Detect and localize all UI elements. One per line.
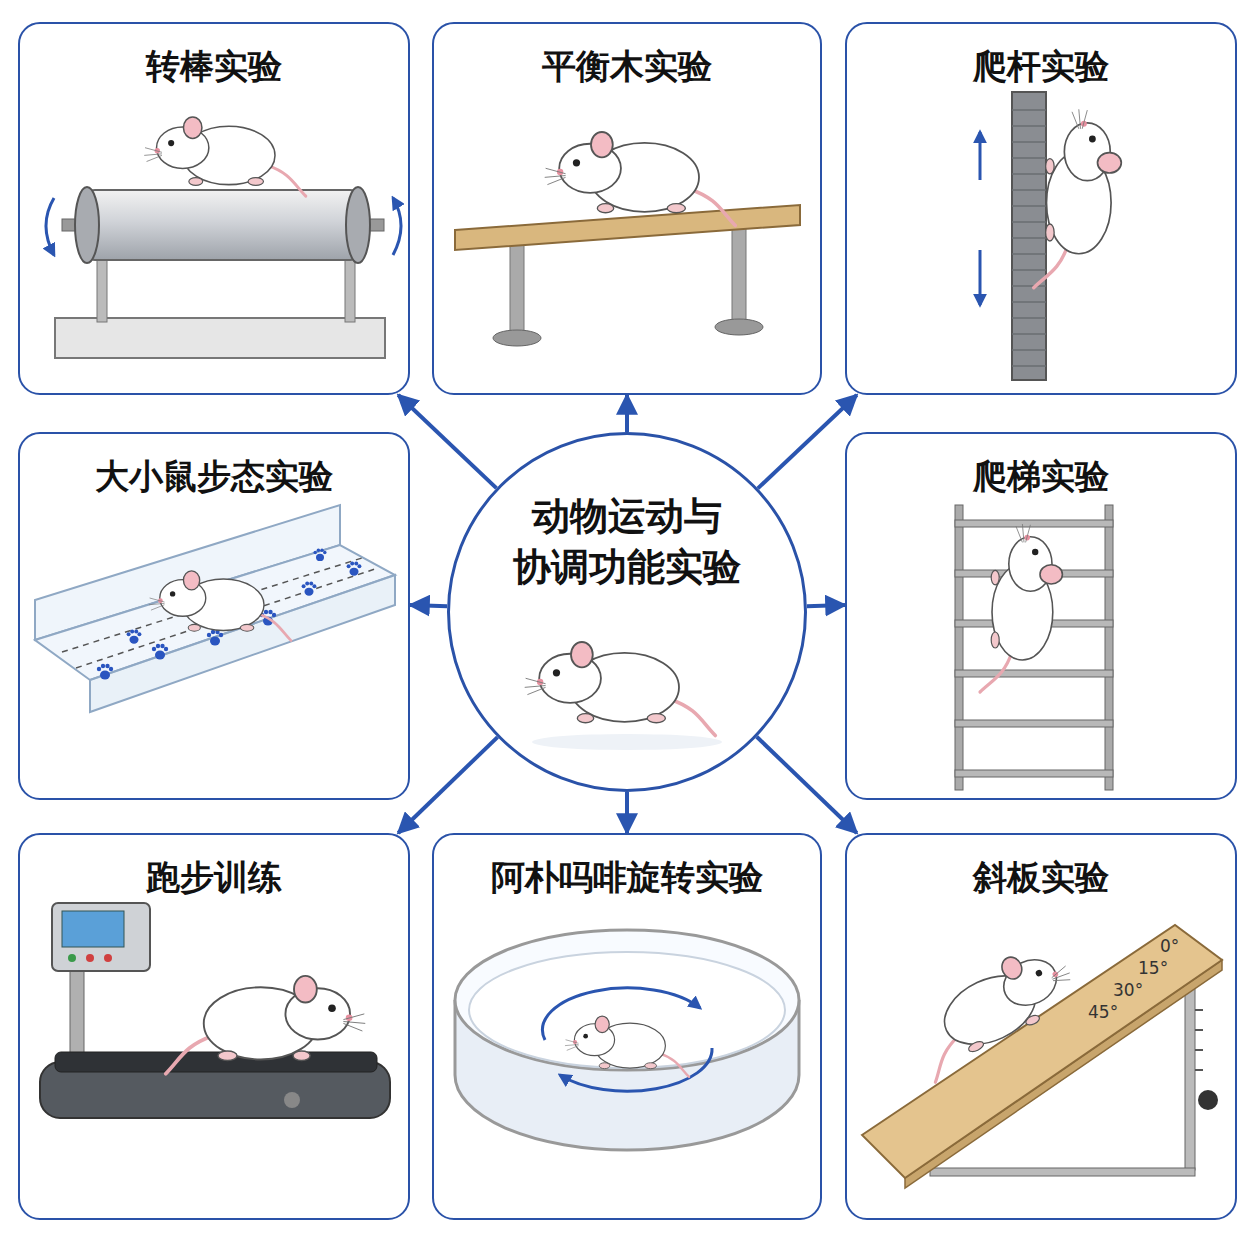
drawing-part bbox=[1012, 92, 1046, 380]
drawing-part bbox=[52, 903, 150, 971]
drawing-part bbox=[284, 1092, 300, 1108]
box-title: 阿朴吗啡旋转实验 bbox=[434, 835, 820, 898]
drawing-part bbox=[152, 644, 168, 660]
angle-label: 30° bbox=[1113, 982, 1143, 999]
drawing-part bbox=[1034, 109, 1122, 288]
angle-label: 0° bbox=[1160, 938, 1179, 955]
ladder-figure bbox=[955, 505, 1113, 790]
rotation-bowl-figure bbox=[455, 930, 799, 1150]
experiment-box: 大小鼠步态实验 bbox=[18, 432, 410, 800]
arrow-connector bbox=[398, 737, 497, 833]
angle-label: 15° bbox=[1138, 960, 1168, 977]
drawing-part bbox=[455, 205, 800, 250]
drawing-part bbox=[955, 505, 963, 790]
drawing-part bbox=[980, 524, 1062, 692]
drawing-part bbox=[104, 954, 112, 962]
drawing-part bbox=[207, 630, 223, 646]
experiment-box: 爬梯实验 bbox=[845, 432, 1237, 800]
drawing-part bbox=[901, 937, 1088, 1083]
drawing-part bbox=[1012, 110, 1046, 366]
drawing-part bbox=[166, 976, 366, 1074]
box-title: 平衡木实验 bbox=[434, 24, 820, 87]
pole-climb-figure bbox=[980, 92, 1121, 380]
drawing-part bbox=[97, 664, 113, 680]
experiment-box: 阿朴吗啡旋转实验 bbox=[432, 833, 822, 1220]
drawing-part bbox=[1195, 1010, 1203, 1070]
experiment-box: 爬杆实验 bbox=[845, 22, 1237, 395]
box-title: 大小鼠步态实验 bbox=[20, 434, 408, 497]
arrow-connector bbox=[758, 395, 857, 488]
drawing-part bbox=[46, 198, 54, 255]
drawing-part bbox=[76, 568, 378, 668]
box-title: 跑步训练 bbox=[20, 835, 408, 898]
experiment-box: 斜板实验 bbox=[845, 833, 1237, 1220]
drawing-part bbox=[955, 670, 1113, 677]
drawing-part bbox=[545, 132, 736, 225]
drawing-part bbox=[127, 630, 142, 644]
inclined-plane-figure bbox=[862, 925, 1222, 1188]
experiment-box: 平衡木实验 bbox=[432, 22, 822, 395]
drawing-part bbox=[525, 642, 716, 735]
drawing-part bbox=[955, 520, 1113, 527]
center-circle: 动物运动与 协调功能实验 bbox=[447, 432, 807, 792]
drawing-part bbox=[62, 558, 362, 652]
drawing-part bbox=[393, 198, 401, 255]
experiment-box: 跑步训练 bbox=[18, 833, 410, 1220]
drawing-part bbox=[1105, 505, 1113, 790]
drawing-part bbox=[75, 187, 99, 263]
treadmill-figure bbox=[40, 903, 390, 1118]
drawing-part bbox=[347, 562, 362, 576]
drawing-part bbox=[55, 318, 385, 358]
drawing-part bbox=[532, 734, 722, 750]
drawing-part bbox=[715, 319, 763, 335]
arrow-connector bbox=[410, 605, 447, 606]
drawing-part bbox=[62, 911, 124, 947]
drawing-part bbox=[313, 548, 326, 561]
box-title: 斜板实验 bbox=[847, 835, 1235, 898]
drawing-part bbox=[979, 250, 982, 305]
drawing-part bbox=[346, 187, 370, 263]
drawing-part bbox=[493, 330, 541, 346]
gait-figure bbox=[35, 505, 395, 712]
angle-label: 45° bbox=[1088, 1004, 1118, 1021]
drawing-part bbox=[732, 222, 746, 325]
balance-beam-figure bbox=[455, 132, 800, 346]
drawing-part bbox=[980, 524, 1062, 692]
drawing-part bbox=[1185, 975, 1195, 1170]
drawing-part bbox=[1034, 109, 1122, 288]
drawing-part bbox=[166, 976, 366, 1074]
box-title: 爬梯实验 bbox=[847, 434, 1235, 497]
drawing-part bbox=[565, 1016, 689, 1077]
center-mouse bbox=[525, 642, 722, 750]
rotarod-figure bbox=[46, 117, 401, 358]
drawing-part bbox=[1198, 1090, 1218, 1110]
arrow-connector bbox=[757, 737, 857, 833]
drawing-part bbox=[510, 240, 524, 335]
drawing-part bbox=[979, 132, 982, 180]
arrow-connector bbox=[625, 395, 629, 432]
drawing-part bbox=[930, 1168, 1195, 1176]
drawing-part bbox=[149, 571, 291, 641]
drawing-part bbox=[55, 1052, 377, 1072]
box-title: 转棒实验 bbox=[20, 24, 408, 87]
drawing-part bbox=[955, 770, 1113, 777]
center-title: 动物运动与 协调功能实验 bbox=[477, 435, 777, 594]
box-title: 爬杆实验 bbox=[847, 24, 1235, 87]
drawing-part bbox=[955, 720, 1113, 727]
drawing-part bbox=[302, 582, 317, 596]
drawing-part bbox=[901, 937, 1088, 1083]
drawing-part bbox=[862, 925, 1222, 1178]
drawing-part bbox=[86, 954, 94, 962]
drawing-part bbox=[85, 190, 360, 260]
arrow-connector bbox=[625, 792, 629, 833]
drawing-part bbox=[68, 954, 76, 962]
arrow-connector bbox=[807, 605, 845, 606]
drawing-part bbox=[144, 117, 306, 196]
experiment-box: 转棒实验 bbox=[18, 22, 410, 395]
arrow-connector bbox=[398, 395, 496, 488]
